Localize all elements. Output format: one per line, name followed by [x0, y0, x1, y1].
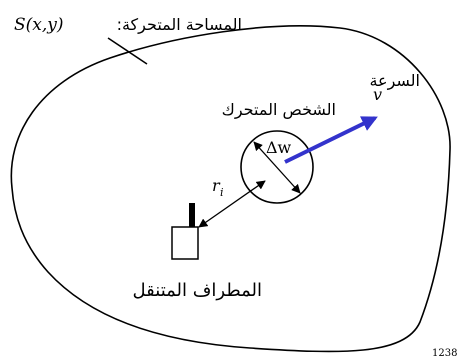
moving-person-circle	[240, 130, 314, 204]
terminal-arabic-label: المطراف المتنقل	[133, 280, 262, 301]
area-math-label: S(x,y)	[14, 15, 64, 35]
delta-w-label: Δw	[266, 138, 292, 157]
area-boundary	[10, 25, 451, 353]
person-arabic-label: الشخص المتحرك	[222, 100, 336, 120]
speed-symbol-label: v	[373, 85, 382, 104]
delta-w-arrow	[253, 141, 301, 194]
distance-label: r	[212, 176, 221, 195]
distance-subscript: i	[220, 186, 224, 199]
velocity-arrow	[284, 116, 378, 164]
area-arabic-label: المساحة المتحركة:	[117, 15, 242, 35]
corner-number: 1238	[432, 348, 457, 358]
distance-arrow	[198, 180, 266, 228]
mobile-terminal-icon	[171, 203, 199, 260]
speed-arabic-label: السرعة	[369, 71, 420, 91]
area-pointer-line	[107, 37, 148, 65]
